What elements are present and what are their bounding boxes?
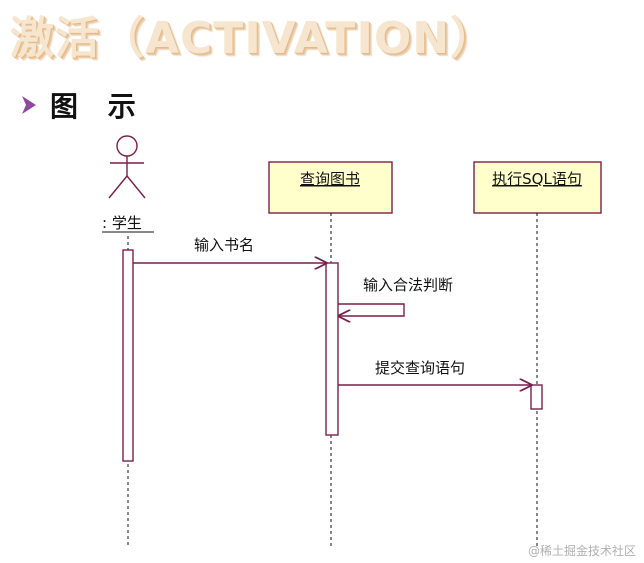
object-execute-sql-label: 执行SQL语句 bbox=[492, 170, 582, 188]
activation-bar-student bbox=[122, 249, 134, 462]
message-label-validity-check: 输入合法判断 bbox=[363, 276, 453, 294]
section-heading-text: 图 示 bbox=[50, 90, 146, 123]
message-label-submit-query: 提交查询语句 bbox=[375, 359, 465, 377]
slide-title: 激活（ACTIVATION） bbox=[10, 13, 496, 64]
message-label-enter-book-name: 输入书名 bbox=[194, 236, 254, 254]
actor-student-icon bbox=[108, 135, 146, 199]
object-query-book: 查询图书 bbox=[268, 161, 393, 214]
object-query-book-label: 查询图书 bbox=[300, 170, 360, 188]
activation-bar-query-book bbox=[325, 262, 339, 436]
message-arrow-validity-check bbox=[338, 303, 405, 316]
actor-label: : 学生 bbox=[102, 214, 142, 232]
section-heading: 图 示 bbox=[22, 88, 146, 123]
arrow-bullet-icon bbox=[22, 96, 36, 114]
object-execute-sql: 执行SQL语句 bbox=[473, 161, 602, 214]
activation-bar-execute-sql bbox=[530, 384, 543, 410]
watermark: @稀土掘金技术社区 bbox=[527, 544, 636, 558]
